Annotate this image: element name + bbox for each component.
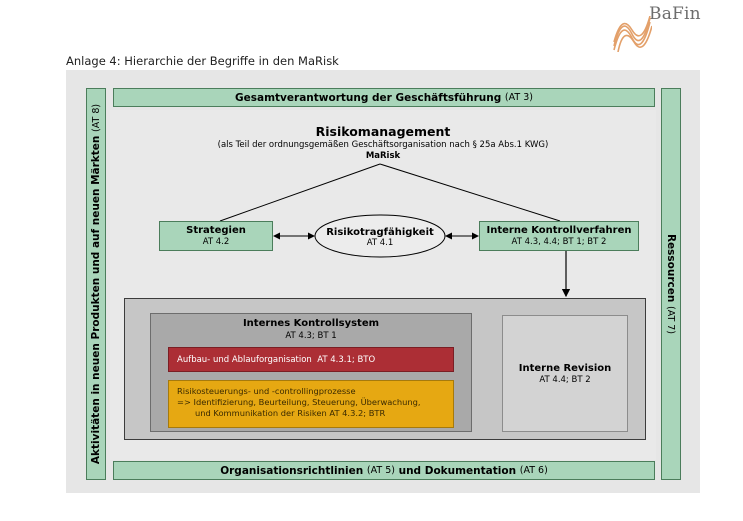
risikosteuerung-line-2: => Identifizierung, Beurteilung, Steueru… (177, 397, 421, 407)
bottom-bar-ref-2: (AT 6) (519, 465, 548, 476)
risk-management-title: Risikomanagement (315, 124, 451, 139)
interne-revision-ref: AT 4.4; BT 2 (539, 374, 591, 385)
interne-revision-box: Interne Revision AT 4.4; BT 2 (502, 315, 628, 432)
strategien-ref: AT 4.2 (202, 237, 230, 247)
risikosteuerung-line-1: Risikosteuerungs- und -controllingprozes… (177, 386, 356, 396)
interne-kontrollverfahren-title: Interne Kontrollverfahren (486, 225, 632, 236)
interne-kontrollverfahren-node: Interne Kontrollverfahren AT 4.3, 4.4; B… (479, 221, 639, 251)
strategien-title: Strategien (186, 225, 246, 236)
bottom-bar-label-2: und Dokumentation (398, 464, 517, 477)
strategien-node: Strategien AT 4.2 (159, 221, 273, 251)
risikotragfaehigkeit-oval (314, 214, 446, 258)
aufbau-ablauforganisation-label: Aufbau- und Ablauforganisation AT 4.3.1;… (177, 354, 376, 365)
risikosteuerung-box: Risikosteuerungs- und -controllingprozes… (168, 380, 454, 428)
risk-management-subtitle: (als Teil der ordnungsgemäßen Geschäftso… (217, 140, 549, 150)
risikotragfaehigkeit-node: Risikotragfähigkeit AT 4.1 (315, 227, 445, 248)
bafin-logo-text: BaFin (649, 4, 701, 24)
risk-management-source: MaRisk (365, 151, 401, 161)
interne-revision-title: Interne Revision (518, 362, 612, 374)
top-bar-gesamtverantwortung: Gesamtverantwortung der Geschäftsführung… (113, 88, 655, 107)
internes-kontrollsystem-ref: AT 4.3; BT 1 (285, 331, 337, 341)
left-bar-aktivitaeten: Aktivitäten in neuen Produkten und auf n… (86, 88, 106, 480)
interne-kontrollverfahren-ref: AT 4.3, 4.4; BT 1; BT 2 (511, 237, 607, 247)
aufbau-ablauforganisation-box: Aufbau- und Ablauforganisation AT 4.3.1;… (168, 347, 454, 372)
bottom-bar-organisationsrichtlinien: Organisationsrichtlinien (AT 5) und Doku… (113, 461, 655, 480)
top-bar-label: Gesamtverantwortung der Geschäftsführung (235, 91, 502, 104)
bafin-wave-logo-icon (613, 16, 652, 52)
risikosteuerung-line-3: und Kommunikation der Risiken AT 4.3.2; … (195, 408, 386, 418)
risikotragfaehigkeit-title: Risikotragfähigkeit (326, 227, 434, 238)
page-title: Anlage 4: Hierarchie der Begriffe in den… (66, 54, 339, 68)
risikotragfaehigkeit-ref: AT 4.1 (366, 238, 394, 248)
top-bar-ref: (AT 3) (504, 92, 533, 103)
internes-kontrollsystem-title: Internes Kontrollsystem (242, 318, 380, 329)
line-marisk-to-strategien (219, 163, 381, 222)
bottom-bar-ref-1: (AT 5) (366, 465, 395, 476)
right-bar-ressourcen: Ressourcen (AT 7) (661, 88, 681, 480)
line-marisk-to-kontrollverfahren (379, 163, 561, 222)
bottom-bar-label-1: Organisationsrichtlinien (220, 464, 364, 477)
